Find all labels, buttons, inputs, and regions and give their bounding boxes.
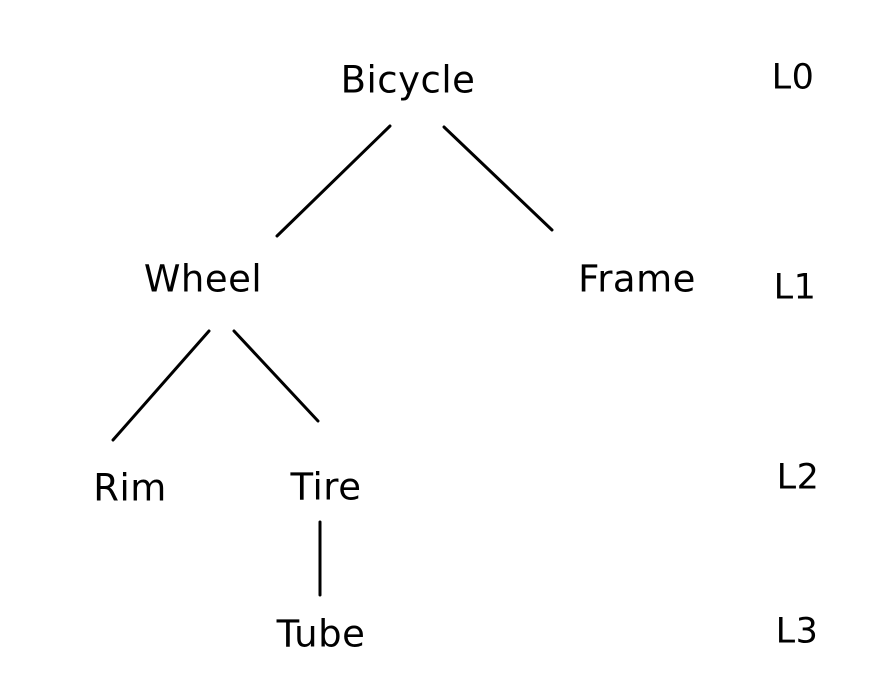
level-label-l2: L2 bbox=[776, 457, 820, 498]
level-label-l0: L0 bbox=[771, 57, 815, 98]
node-tire[interactable]: Tire bbox=[290, 465, 362, 509]
edge-wheel-tire bbox=[232, 329, 320, 423]
node-rim[interactable]: Rim bbox=[93, 466, 167, 510]
level-label-l1: L1 bbox=[773, 267, 817, 308]
edge-wheel-rim bbox=[111, 329, 211, 442]
edge-bicycle-frame bbox=[442, 125, 554, 232]
edge-bicycle-wheel bbox=[275, 124, 392, 238]
node-wheel[interactable]: Wheel bbox=[143, 257, 263, 301]
node-frame[interactable]: Frame bbox=[578, 257, 696, 301]
node-bicycle[interactable]: Bicycle bbox=[340, 58, 476, 102]
level-label-l3: L3 bbox=[775, 611, 819, 652]
node-tube[interactable]: Tube bbox=[276, 612, 366, 656]
